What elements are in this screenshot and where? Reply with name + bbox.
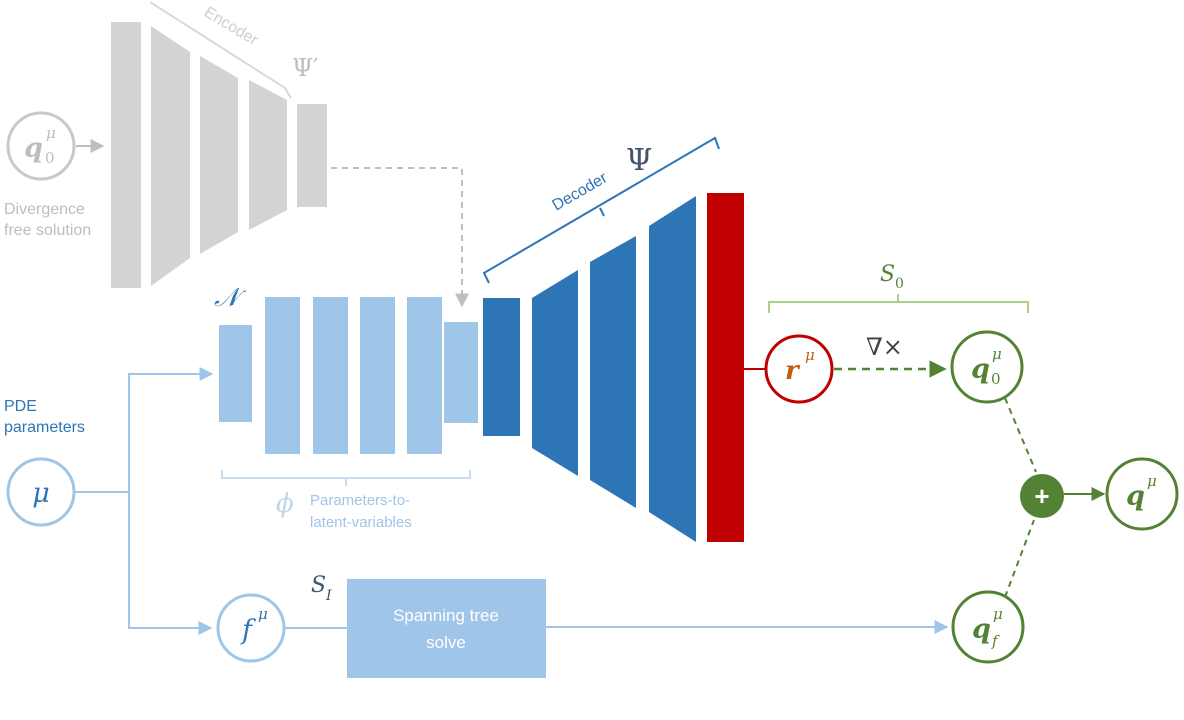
q0-node-sup: μ [992,345,1002,363]
qf-node-sup: μ [993,605,1003,623]
n-layer-4 [360,297,395,454]
q0-input-sup: μ [46,124,56,142]
mu-symbol: μ [32,478,50,509]
s0-bracket [768,294,1029,313]
qf-node-sub: f [991,632,1000,650]
q0-node-sub: 0 [991,370,1001,388]
mu-node: μ [6,457,76,527]
q0-input-base: q [24,133,43,164]
decoder-layer-3 [590,236,636,508]
divergence-caption-line2: free solution [4,222,91,239]
plus-node: + [1020,474,1064,518]
si-label-sub: I [325,588,332,604]
pde-caption-line1: PDE [4,398,37,415]
n-caption-line1: Parameters-to- [310,492,410,509]
n-layer-5 [407,297,442,454]
encoder-layer-1 [111,22,141,288]
q0-to-plus-dashed-line [1004,397,1037,473]
s0-label-base: S [880,262,895,287]
q0-node: q μ 0 [950,330,1024,404]
encoder-layer-2 [151,26,190,286]
decoder: Decoder Ψ [482,136,744,542]
decoder-latent-layer [483,298,520,436]
n-layer-2 [265,297,300,454]
spanning-tree-line1: Spanning tree [393,606,499,625]
mu-to-f-arrow [128,492,213,635]
q-output-node: q μ [1105,457,1179,531]
decoder-layer-2 [532,270,578,476]
q-node-sup: μ [1147,472,1157,490]
q0-input-node: q μ 0 [6,111,76,181]
psi-prime-symbol: Ψ′ [292,54,319,82]
f-node: f μ [216,593,286,663]
q-node-base: q [1126,481,1145,512]
decoder-label: Decoder [550,169,611,214]
q0-node-base: q [971,354,990,385]
plus-symbol: + [1034,481,1049,511]
n-caption-line2: latent-variables [310,514,412,531]
q0-input-sub: 0 [45,149,55,167]
decoder-output-layer [707,193,744,542]
encoder-bracket [149,1,292,99]
mu-to-n-arrow [75,367,214,493]
r-node: r μ [764,334,834,404]
spanning-tree-line2: solve [426,633,466,652]
qf-node: q μ f [951,590,1025,664]
encoder: Encoder Ψ′ [111,1,327,288]
n-layer-3 [313,297,348,454]
n-layer-1 [219,325,252,422]
n-layer-6 [444,322,478,423]
curl-operator: ∇× [866,333,903,361]
n-symbol: 𝒩 [214,283,247,313]
r-node-sup: μ [805,346,815,364]
pde-caption-line2: parameters [4,419,85,436]
f-node-sup: μ [258,605,268,623]
psi-symbol: Ψ [626,143,652,178]
phi-symbol: ϕ [276,489,294,519]
decoder-layer-4 [649,196,696,542]
encoder-to-latent-dashed-arrow [331,167,469,308]
qf-node-base: q [972,614,991,645]
encoder-layer-3 [200,56,238,254]
r-node-base: r [785,356,801,386]
si-label-base: S [311,573,326,598]
encoder-latent-layer [297,104,327,207]
parameters-to-latent-network: 𝒩 ϕ Parameters-to- latent-variables [214,283,478,531]
decoder-bracket [482,136,720,284]
encoder-layer-4 [249,80,287,230]
divergence-caption-line1: Divergence [4,201,85,218]
s0-label-sub: 0 [895,276,904,292]
encoder-label: Encoder [201,4,261,50]
n-bracket [221,470,471,486]
spanning-tree-box [347,579,546,678]
qf-to-plus-dashed-line [1004,519,1035,598]
